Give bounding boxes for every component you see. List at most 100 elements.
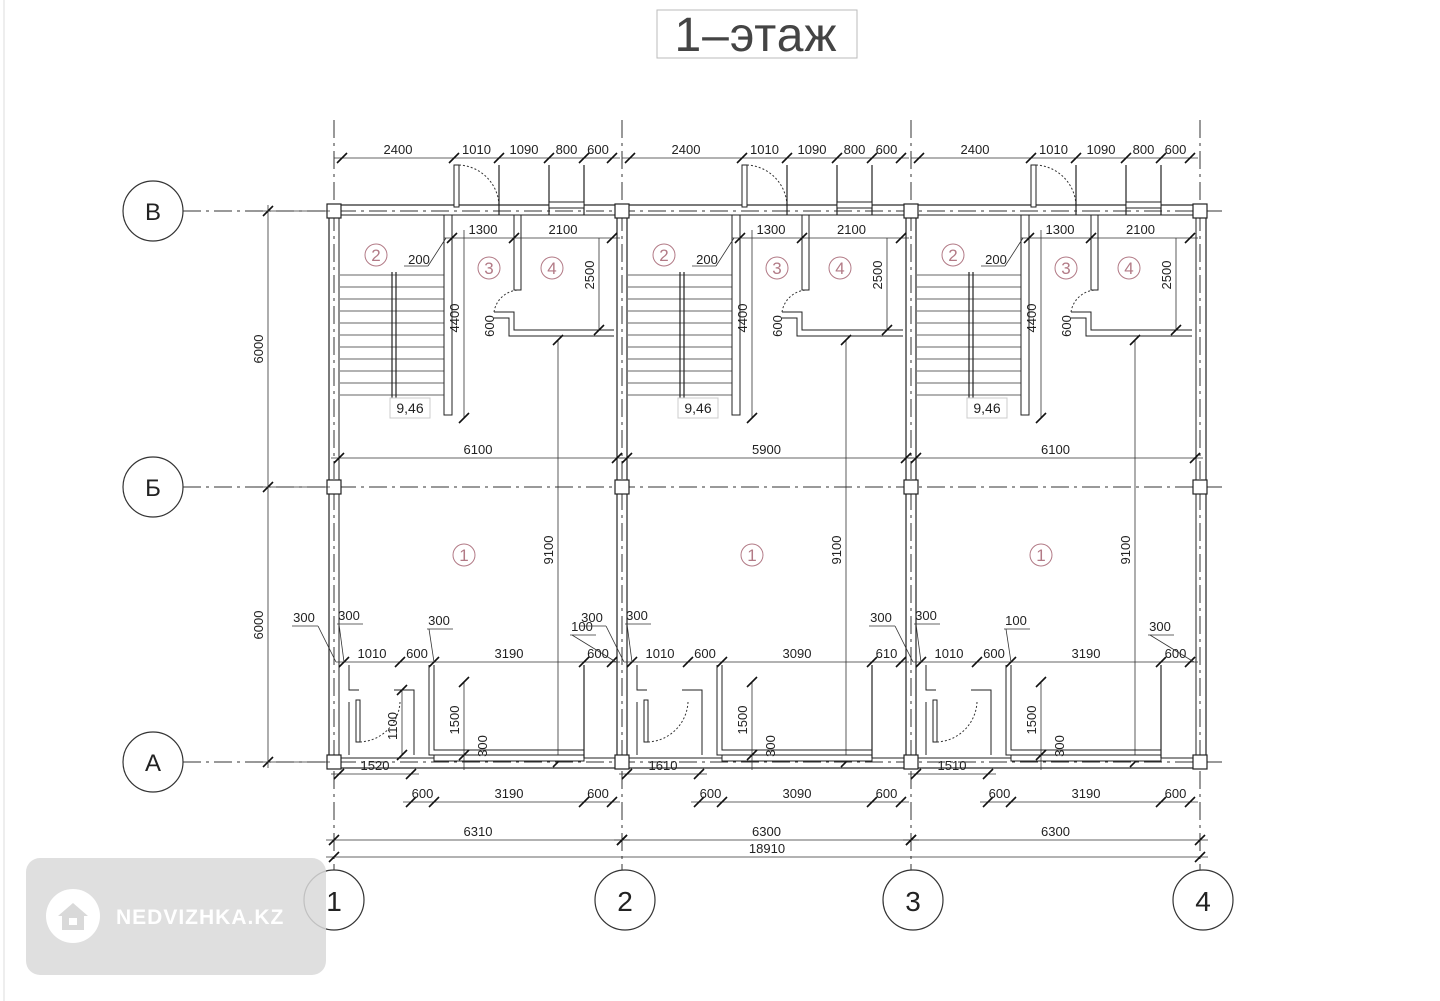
dimension-tick	[616, 834, 628, 846]
axis-bubble-circle	[1172, 869, 1234, 931]
area-label-box	[389, 397, 431, 419]
axis-bubble-row: Б	[122, 456, 184, 518]
dimension-tick	[328, 834, 340, 846]
dimension-label: 6000	[251, 335, 266, 364]
dimension-tick	[396, 749, 408, 761]
dimension-label: 600	[876, 142, 898, 157]
dimension-label: 300	[626, 608, 648, 623]
dimension-label: 6300	[1041, 824, 1070, 839]
partition-wall	[801, 214, 810, 291]
dimension-tick	[910, 452, 922, 464]
dimension-label: 2500	[582, 261, 597, 290]
dimension-tick	[796, 232, 808, 244]
partition-wall	[513, 214, 522, 291]
dimension-label: 600	[482, 315, 497, 337]
column	[1192, 479, 1208, 495]
leader-line	[338, 623, 345, 663]
dimension-label: 300	[581, 610, 603, 625]
axis-label-col: 2	[617, 886, 633, 917]
dimension-label: 800	[1133, 142, 1155, 157]
room-number-circle	[477, 256, 501, 280]
axis-label-row: А	[145, 750, 161, 777]
dimension-label: 1510	[938, 758, 967, 773]
door-swing-arc	[458, 164, 500, 206]
room-number: 4	[1117, 256, 1141, 280]
room-number-circle	[652, 243, 676, 267]
dimension-tick	[716, 656, 728, 668]
column	[903, 479, 919, 495]
dimension-label: 600	[1165, 646, 1187, 661]
shop-window	[433, 754, 585, 762]
dimension-tick	[593, 324, 605, 336]
room-number-label: 2	[948, 246, 957, 265]
leader-line	[915, 623, 922, 663]
dimension-label: 600	[983, 646, 1005, 661]
dimension-tick	[1129, 334, 1141, 346]
axis-bubble-row: А	[122, 731, 184, 793]
axis-bubble-circle	[594, 869, 656, 931]
dimension-label: 6100	[464, 442, 493, 457]
stair-area-label: 9,46	[396, 400, 423, 416]
dimension-tick	[746, 412, 758, 424]
dimension-tick	[458, 676, 470, 688]
dimension-label: 1610	[649, 758, 678, 773]
dimension-label: 300	[1052, 735, 1067, 757]
dimension-tick	[1023, 232, 1035, 244]
dimension-label: 1500	[1024, 706, 1039, 735]
dimension-tick	[746, 676, 758, 688]
window	[1125, 201, 1162, 209]
dimension-tick	[881, 324, 893, 336]
axis-bubble-col: 3	[882, 869, 944, 931]
dimension-tick	[448, 152, 460, 164]
dimension-label: 1010	[750, 142, 779, 157]
dimension-tick	[1035, 412, 1047, 424]
dimension-tick	[895, 796, 907, 808]
room-number-circle	[740, 543, 764, 567]
dimension-tick	[458, 412, 470, 424]
dimension-tick	[971, 656, 983, 668]
axis-bubble-circle	[882, 869, 944, 931]
dimension-tick	[1184, 656, 1196, 668]
dimension-label: 600	[587, 786, 609, 801]
window	[548, 201, 585, 209]
dimension-label: 3090	[783, 786, 812, 801]
dimension-label: 300	[1149, 619, 1171, 634]
column	[1192, 203, 1208, 219]
dimension-tick	[606, 656, 618, 668]
leader-line	[1005, 628, 1012, 663]
dimension-label: 600	[770, 315, 785, 337]
dimension-label: 600	[587, 646, 609, 661]
dimension-label: 600	[876, 786, 898, 801]
room-number: 1	[740, 543, 764, 567]
dimension-label: 4400	[735, 304, 750, 333]
dimension-tick	[1025, 152, 1037, 164]
dimension-label: 1500	[447, 706, 462, 735]
stair-area-label: 9,46	[684, 400, 711, 416]
leader-line	[894, 625, 914, 663]
dimension-tick	[493, 152, 505, 164]
dimension-label: 3190	[1072, 646, 1101, 661]
dimension-tick	[693, 768, 705, 780]
dimension-tick	[716, 796, 728, 808]
stair-wall	[731, 214, 741, 416]
column	[903, 754, 919, 770]
watermark-text: NEDVIZHKA.KZ	[116, 906, 284, 929]
dimension-label: 610	[876, 646, 898, 661]
dimension-tick	[621, 452, 633, 464]
dimension-label: 600	[406, 646, 428, 661]
dimension-label: 600	[694, 646, 716, 661]
dimension-label: 3190	[1072, 786, 1101, 801]
dimension-label: 600	[1165, 142, 1187, 157]
dimension-tick	[333, 768, 345, 780]
dimension-label: 1090	[1087, 142, 1116, 157]
dimension-tick	[1194, 834, 1206, 846]
dimension-label: 6310	[464, 824, 493, 839]
dimension-label: 800	[556, 142, 578, 157]
leader-line	[1149, 634, 1195, 663]
axis-bubble-circle	[122, 731, 184, 793]
